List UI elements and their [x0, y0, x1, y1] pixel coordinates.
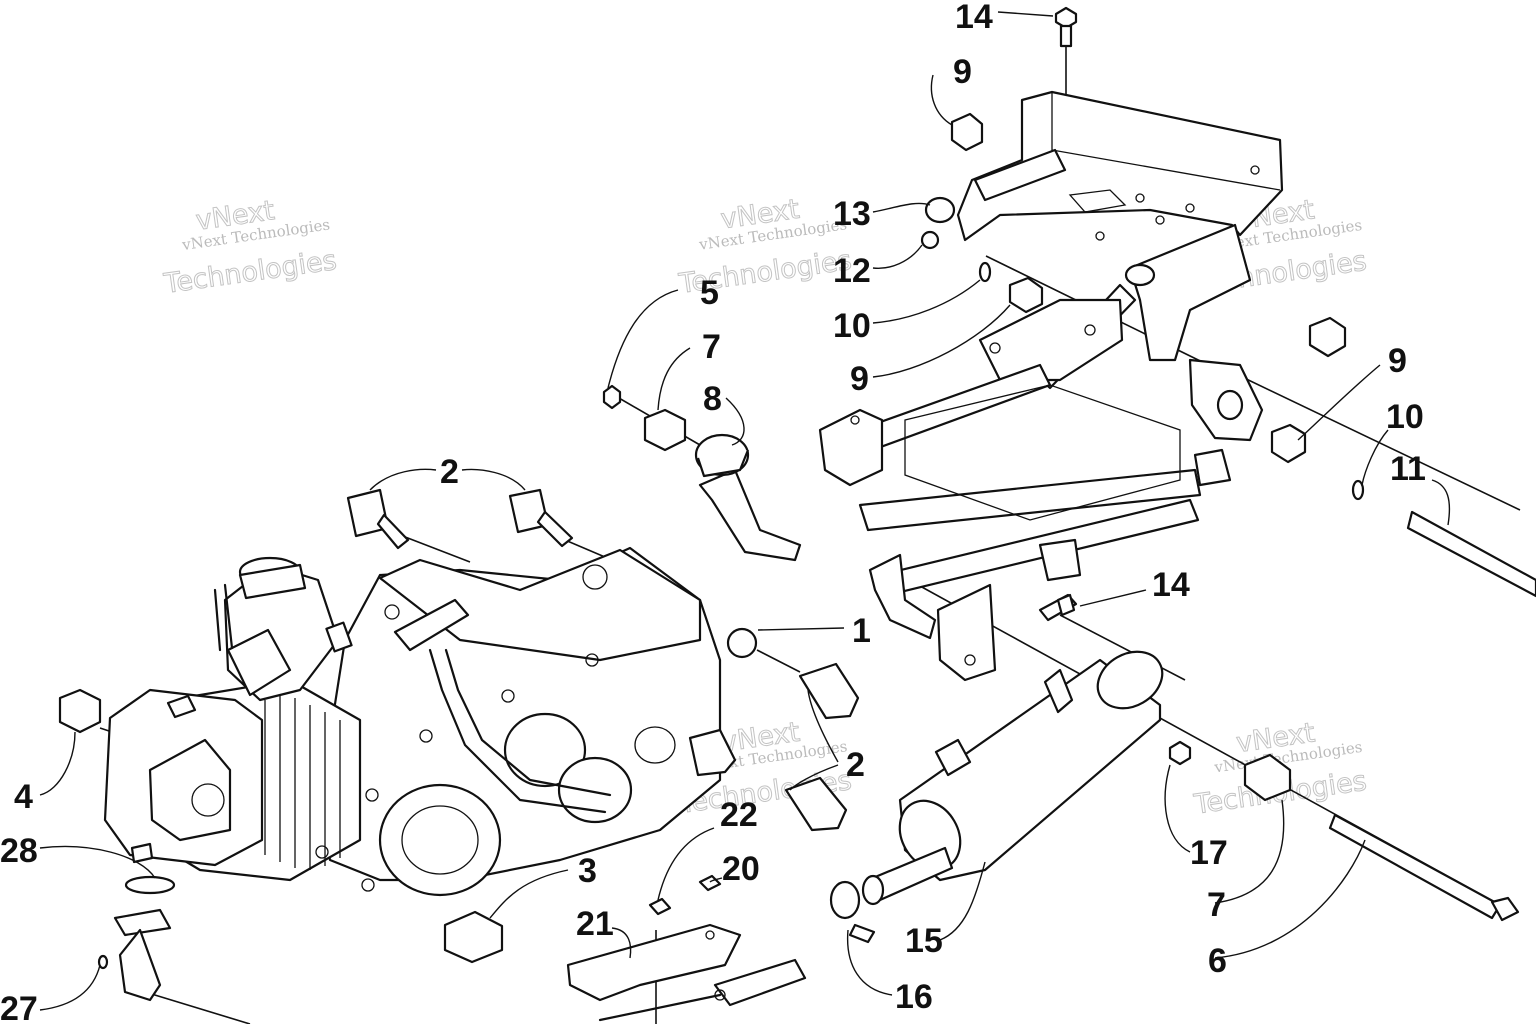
callout-labels: 14 9 13 12 10 9 5 7 8 2 1 2 3 4 28 27 9 … [0, 0, 1426, 1024]
muffler-assembly [598, 650, 1164, 1022]
heat-shield [566, 923, 742, 1002]
callout-7-left: 7 [702, 328, 721, 366]
callout-14-top: 14 [955, 0, 993, 36]
callout-4: 4 [14, 778, 33, 816]
callout-10-right: 10 [1386, 398, 1424, 436]
loose-parts [58, 6, 1536, 1002]
callout-15: 15 [905, 922, 943, 960]
engine-subframe [698, 90, 1284, 682]
callout-7-right: 7 [1207, 886, 1226, 924]
engine-assembly [103, 546, 758, 897]
callout-5: 5 [700, 274, 719, 312]
callout-3: 3 [578, 852, 597, 890]
callout-21: 21 [576, 905, 614, 943]
callout-27: 27 [0, 990, 38, 1024]
watermark-2: vNext vNext Technologies Technologies [676, 193, 854, 300]
callout-17: 17 [1190, 834, 1228, 872]
callout-8: 8 [703, 380, 722, 418]
callout-9-right: 9 [1388, 342, 1407, 380]
callout-13: 13 [833, 195, 871, 233]
callout-14-bottom: 14 [1152, 566, 1190, 604]
cylinder-fins [264, 695, 341, 870]
callout-12: 12 [833, 252, 871, 290]
leader-lines [39, 11, 1451, 1011]
callout-22: 22 [720, 796, 758, 834]
callout-20: 20 [722, 850, 760, 888]
callout-9-top: 9 [953, 53, 972, 91]
callout-11: 11 [1390, 450, 1426, 488]
callout-6: 6 [1208, 942, 1227, 980]
callout-9-center: 9 [850, 360, 869, 398]
callout-1: 1 [852, 612, 871, 650]
callout-28: 28 [0, 832, 38, 870]
callout-10-left: 10 [833, 307, 871, 345]
callout-16: 16 [895, 978, 933, 1016]
assembly-axis-lines [99, 40, 1521, 1024]
callout-2-top: 2 [440, 453, 459, 491]
watermark-1: vNext vNext Technologies Technologies [161, 195, 339, 301]
callout-2-bottom: 2 [846, 746, 865, 784]
